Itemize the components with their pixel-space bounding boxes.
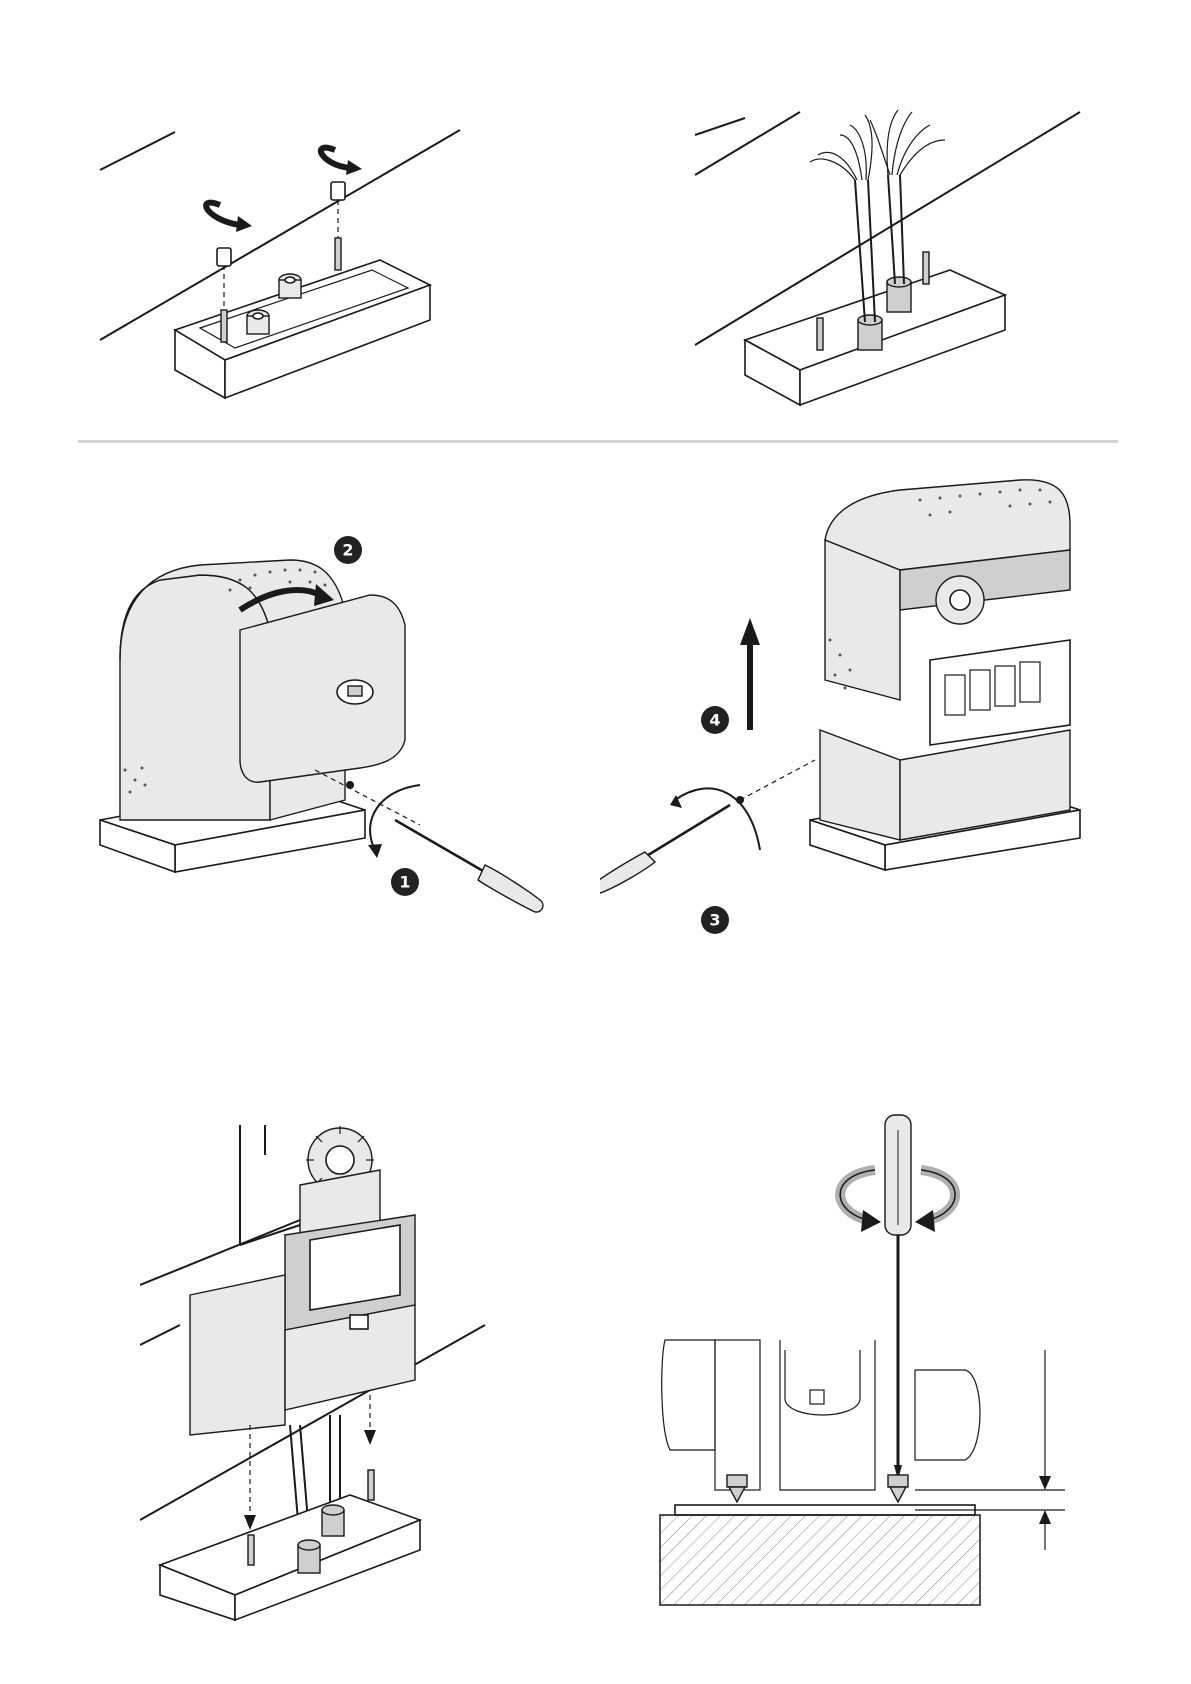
step-badge-2: 2 <box>334 536 362 564</box>
step-badge-3: 3 <box>701 906 729 934</box>
lower-motor-diagram <box>140 1125 500 1625</box>
panel-cables <box>690 100 1110 420</box>
nut-right <box>331 182 345 200</box>
lift-housing-diagram: 4 3 <box>600 460 1100 980</box>
step-badge-1: 1 <box>391 868 419 896</box>
rotate-arrow-icon <box>840 1170 881 1232</box>
svg-text:1: 1 <box>399 873 410 892</box>
adjusting-nut <box>727 1475 747 1502</box>
panel-lift-housing: 4 3 <box>600 460 1100 980</box>
rotate-arrow-icon <box>206 203 252 232</box>
remove-nuts-diagram <box>90 120 510 420</box>
screwdriver-icon <box>600 805 730 893</box>
panel-remove-nuts <box>90 120 510 420</box>
lift-arrow-icon <box>740 618 760 730</box>
rotate-arrow-icon <box>670 788 760 850</box>
rotate-arrow-icon <box>915 1170 955 1232</box>
cable-bundle <box>810 115 875 322</box>
adjusting-nut <box>888 1475 908 1502</box>
svg-text:4: 4 <box>709 711 720 730</box>
cover-panel <box>240 595 405 782</box>
screwdriver-icon <box>885 1115 911 1480</box>
panel-height-adjust <box>645 1110 1085 1610</box>
height-adjust-diagram <box>645 1110 1085 1610</box>
nut-left <box>217 248 231 266</box>
cable-bundle <box>870 110 945 284</box>
rotate-arrow-icon <box>321 148 362 175</box>
svg-text:2: 2 <box>342 541 353 560</box>
section-divider <box>78 440 1118 443</box>
remove-cover-diagram: 2 1 <box>90 520 570 940</box>
panel-lower-motor <box>140 1125 500 1625</box>
screwdriver-icon <box>395 820 543 912</box>
step-badge-4: 4 <box>701 706 729 734</box>
panel-remove-cover: 2 1 <box>90 520 570 940</box>
cables-diagram <box>690 100 1110 420</box>
svg-text:3: 3 <box>709 911 720 930</box>
